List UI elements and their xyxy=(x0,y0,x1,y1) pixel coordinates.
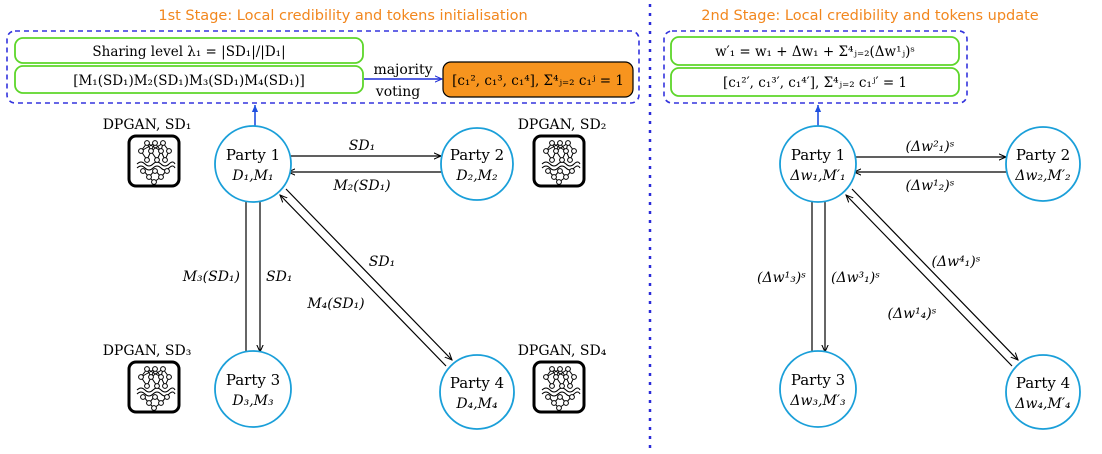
stage2-edges xyxy=(812,157,1018,367)
party-sub: D₄,M₄ xyxy=(455,396,498,412)
sharing-level-text: Sharing level λ₁ = |SD₁|/|D₁| xyxy=(92,44,285,60)
stage2-dashed-frame xyxy=(663,30,968,104)
stage2-party-1: Party 1 Δw₁,M′₁ xyxy=(779,125,857,203)
stage2-party-4: Party 4 Δw₄,M′₄ xyxy=(1005,354,1081,430)
neural-network-icon xyxy=(127,134,181,188)
token-update-box xyxy=(670,67,960,97)
party-name: Party 3 xyxy=(791,371,845,389)
edge2-p1-p4 xyxy=(851,188,1018,360)
metrics-vector-box xyxy=(14,65,364,94)
majority-label: majority xyxy=(373,62,432,78)
update-formula-text: w′₁ = w₁ + Δw₁ + Σ⁴ⱼ₌₂(Δw¹ⱼ)ˢ xyxy=(715,44,915,60)
party-name: Party 4 xyxy=(1016,374,1070,392)
stage1-dashed-frame xyxy=(6,30,640,104)
edge-p1-p4 xyxy=(285,188,452,360)
voting-label: voting xyxy=(375,84,420,100)
stage1-party-2: Party 2 D₂,M₂ xyxy=(440,127,514,201)
party-name: Party 2 xyxy=(450,146,504,164)
edge-p4-p1 xyxy=(280,195,447,367)
label2-p1-p3: (Δw³₁)ˢ xyxy=(831,270,880,286)
party-sub: D₁,M₁ xyxy=(231,168,273,184)
label-p1-p2: SD₁ xyxy=(349,138,375,154)
neural-network-icon xyxy=(532,134,586,188)
stage2-title: 2nd Stage: Local credibility and tokens … xyxy=(701,8,1039,24)
stage1-edges xyxy=(246,156,452,367)
label2-p3-p1: (Δw¹₃)ˢ xyxy=(757,270,806,286)
stage2-party-3: Party 3 Δw₃,M′₃ xyxy=(779,350,857,428)
party-sub: Δw₄,M′₄ xyxy=(1014,396,1071,412)
stage1-party-4: Party 4 D₄,M₄ xyxy=(439,354,515,430)
dpgan-label-2: DPGAN, SD₂ xyxy=(518,117,607,133)
stage2-party-2: Party 2 Δw₂,M′₂ xyxy=(1005,126,1081,202)
party-sub: Δw₁,M′₁ xyxy=(789,168,845,184)
label-p2-p1: M₂(SD₁) xyxy=(332,178,390,194)
party-name: Party 2 xyxy=(1016,146,1070,164)
party-name: Party 1 xyxy=(226,146,280,164)
dpgan-label-4: DPGAN, SD₄ xyxy=(518,343,607,359)
label2-p2-p1: (Δw¹₂)ˢ xyxy=(906,178,955,194)
token-result-box xyxy=(442,61,634,98)
stage1-party-3: Party 3 D₃,M₃ xyxy=(214,350,292,428)
label-p3-p1: M₃(SD₁) xyxy=(182,269,240,285)
label-p1-p3: SD₁ xyxy=(266,269,292,285)
stage1-party-1: Party 1 D₁,M₁ xyxy=(214,125,292,203)
token-update-text: [c₁²′, c₁³′, c₁⁴′], Σ⁴ⱼ₌₂ c₁ʲ′ = 1 xyxy=(723,75,907,91)
party-name: Party 3 xyxy=(226,371,280,389)
metrics-vector-text: [M₁(SD₁)M₂(SD₁)M₃(SD₁)M₄(SD₁)] xyxy=(73,73,305,89)
sharing-level-box xyxy=(14,37,364,64)
label2-p4-p1: (Δw¹₄)ˢ xyxy=(888,306,937,322)
label2-p1-p2: (Δw²₁)ˢ xyxy=(906,139,955,155)
party-name: Party 4 xyxy=(450,374,504,392)
neural-network-icon xyxy=(127,360,181,414)
edge2-p4-p1 xyxy=(846,195,1013,367)
party-sub: D₃,M₃ xyxy=(231,393,274,409)
label-p1-p4: SD₁ xyxy=(369,254,395,270)
dpgan-label-1: DPGAN, SD₁ xyxy=(103,117,192,133)
party-sub: Δw₃,M′₃ xyxy=(789,393,846,409)
label-p4-p1: M₄(SD₁) xyxy=(306,296,364,312)
dpgan-label-3: DPGAN, SD₃ xyxy=(103,343,192,359)
stage1-title: 1st Stage: Local credibility and tokens … xyxy=(158,8,527,24)
party-sub: D₂,M₂ xyxy=(455,168,498,184)
party-sub: Δw₂,M′₂ xyxy=(1014,168,1071,184)
neural-network-icon xyxy=(532,360,586,414)
update-formula-box xyxy=(670,36,960,66)
party-name: Party 1 xyxy=(791,146,845,164)
label2-p1-p4: (Δw⁴₁)ˢ xyxy=(932,254,981,270)
token-result-text: [c₁², c₁³, c₁⁴], Σ⁴ⱼ₌₂ c₁ʲ = 1 xyxy=(452,73,624,89)
